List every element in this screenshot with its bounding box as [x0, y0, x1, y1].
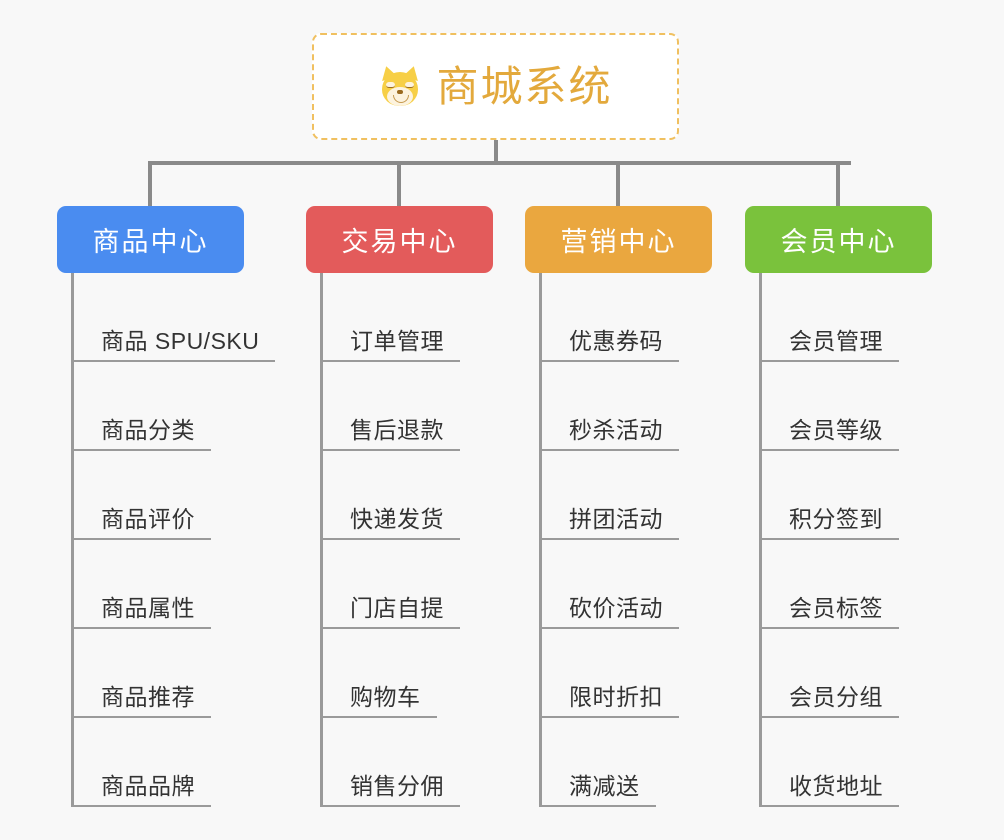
list-item[interactable]: 销售分佣: [306, 718, 493, 807]
root-node-shop-system[interactable]: 商城系统: [312, 33, 679, 140]
root-title: 商城系统: [436, 62, 613, 110]
branch-header-member-center[interactable]: 会员中心: [745, 206, 932, 273]
list-item[interactable]: 订单管理: [306, 273, 493, 362]
list-item[interactable]: 商品品牌: [57, 718, 244, 807]
list-item[interactable]: 门店自提: [306, 540, 493, 629]
list-item[interactable]: 商品属性: [57, 540, 244, 629]
list-item-label: 销售分佣: [350, 773, 444, 800]
branch-header-product-center[interactable]: 商品中心: [57, 206, 244, 273]
branch-items-marketing-center: 优惠券码 秒杀活动 拼团活动 砍价活动 限时折扣 满减送: [525, 273, 712, 807]
branch-header-trade-center[interactable]: 交易中心: [306, 206, 493, 273]
list-item-label: 拼团活动: [569, 506, 663, 533]
list-item-label: 快递发货: [350, 506, 444, 533]
list-item-label: 会员标签: [789, 595, 883, 622]
branch-column-trade-center: 交易中心 订单管理 售后退款 快递发货 门店自提 购物车 销售分佣: [306, 206, 493, 807]
list-item-label: 商品 SPU/SKU: [101, 328, 260, 355]
connector-drop-4: [836, 161, 840, 206]
connector-drop-2: [397, 161, 401, 206]
list-item-label: 商品属性: [101, 595, 195, 622]
connector-drop-3: [616, 161, 620, 206]
list-item-label: 商品推荐: [101, 684, 195, 711]
list-item-label: 门店自提: [350, 595, 444, 622]
list-item[interactable]: 会员管理: [745, 273, 932, 362]
list-item[interactable]: 拼团活动: [525, 451, 712, 540]
branch-column-product-center: 商品中心 商品 SPU/SKU 商品分类 商品评价 商品属性 商品推荐 商品品牌: [57, 206, 276, 807]
connector-horizontal-bus: [148, 161, 851, 165]
list-item-label: 售后退款: [350, 417, 444, 444]
connector-root-stem: [494, 140, 498, 165]
list-item-label: 会员管理: [789, 328, 883, 355]
list-item[interactable]: 秒杀活动: [525, 362, 712, 451]
list-item-label: 砍价活动: [569, 595, 663, 622]
branch-column-marketing-center: 营销中心 优惠券码 秒杀活动 拼团活动 砍价活动 限时折扣 满减送: [525, 206, 712, 807]
list-item-label: 商品品牌: [101, 773, 195, 800]
list-item[interactable]: 会员分组: [745, 629, 932, 718]
connector-drop-1: [148, 161, 152, 206]
list-item-label: 收货地址: [789, 773, 883, 800]
list-item-label: 商品评价: [101, 506, 195, 533]
list-item[interactable]: 商品推荐: [57, 629, 244, 718]
list-item-label: 购物车: [350, 684, 421, 711]
list-item-label: 会员等级: [789, 417, 883, 444]
list-item[interactable]: 商品评价: [57, 451, 244, 540]
list-item[interactable]: 商品分类: [57, 362, 244, 451]
branch-header-marketing-center[interactable]: 营销中心: [525, 206, 712, 273]
branch-items-member-center: 会员管理 会员等级 积分签到 会员标签 会员分组 收货地址: [745, 273, 932, 807]
list-item[interactable]: 砍价活动: [525, 540, 712, 629]
list-item[interactable]: 积分签到: [745, 451, 932, 540]
list-item-label: 秒杀活动: [569, 417, 663, 444]
list-item[interactable]: 收货地址: [745, 718, 932, 807]
list-item-label: 商品分类: [101, 417, 195, 444]
list-item[interactable]: 商品 SPU/SKU: [57, 273, 276, 362]
list-item-label: 积分签到: [789, 506, 883, 533]
branch-column-member-center: 会员中心 会员管理 会员等级 积分签到 会员标签 会员分组 收货地址: [745, 206, 932, 807]
list-item-label: 满减送: [569, 773, 640, 800]
list-item-label: 优惠券码: [569, 328, 663, 355]
list-item-label: 订单管理: [350, 328, 444, 355]
list-item[interactable]: 售后退款: [306, 362, 493, 451]
list-item[interactable]: 购物车: [306, 629, 493, 718]
list-item[interactable]: 会员等级: [745, 362, 932, 451]
list-item-label: 限时折扣: [569, 684, 663, 711]
shiba-dog-face-icon: [378, 63, 422, 109]
branch-items-trade-center: 订单管理 售后退款 快递发货 门店自提 购物车 销售分佣: [306, 273, 493, 807]
list-item[interactable]: 满减送: [525, 718, 712, 807]
list-item[interactable]: 快递发货: [306, 451, 493, 540]
list-item[interactable]: 会员标签: [745, 540, 932, 629]
list-item[interactable]: 优惠券码: [525, 273, 712, 362]
list-item-label: 会员分组: [789, 684, 883, 711]
list-item[interactable]: 限时折扣: [525, 629, 712, 718]
branch-items-product-center: 商品 SPU/SKU 商品分类 商品评价 商品属性 商品推荐 商品品牌: [57, 273, 276, 807]
